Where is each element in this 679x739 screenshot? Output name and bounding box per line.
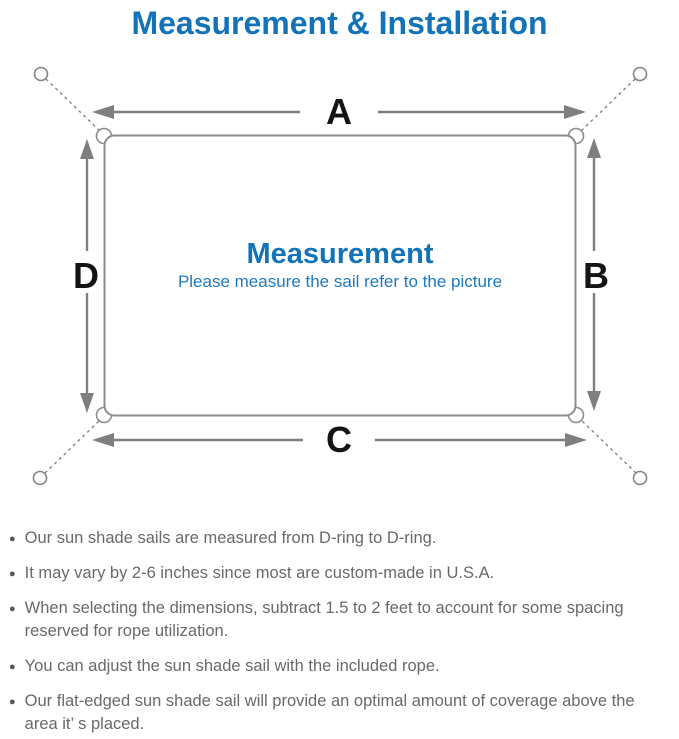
arrowhead-b-down-icon	[587, 391, 601, 411]
note-text: It may vary by 2-6 inches since most are…	[24, 564, 495, 582]
bullet-icon: ●	[9, 533, 16, 545]
rope-line-bottom-left	[44, 419, 101, 474]
diagram-center-subheading: Please measure the sail refer to the pic…	[178, 272, 502, 291]
page-title: Measurement & Installation	[131, 5, 548, 41]
anchor-point-icons	[32, 66, 648, 486]
rope-line-bottom-right	[580, 419, 637, 474]
note-text: You can adjust the sun shade sail with t…	[24, 657, 440, 675]
rope-line-top-left	[45, 78, 102, 133]
anchor-point-top-right-icon	[632, 66, 648, 82]
note-text: Our flat-edged sun shade sail will provi…	[24, 692, 635, 733]
dimension-label-b: B	[583, 255, 609, 296]
bullet-icon: ●	[9, 696, 16, 708]
anchor-point-bottom-right-icon	[632, 470, 648, 486]
anchor-point-bottom-left-icon	[32, 470, 48, 486]
note-text: When selecting the dimensions, subtract …	[24, 599, 624, 640]
dimension-label-a: A	[326, 91, 352, 132]
sail-measurement-diagram: A C D B Measurement Please measure the s…	[32, 66, 648, 486]
arrowhead-c-right-icon	[565, 433, 587, 447]
note-text: Our sun shade sails are measured from D-…	[24, 529, 437, 547]
arrowhead-d-down-icon	[80, 393, 94, 413]
dimension-label-d: D	[73, 255, 99, 296]
arrowhead-d-up-icon	[80, 139, 94, 159]
bullet-icon: ●	[9, 661, 16, 673]
rope-line-top-right	[579, 78, 636, 133]
arrowhead-a-right-icon	[564, 105, 586, 119]
dimension-label-c: C	[326, 419, 352, 460]
list-item: ● Our flat-edged sun shade sail will pro…	[9, 690, 669, 736]
arrowhead-c-left-icon	[92, 433, 114, 447]
list-item: ● It may vary by 2-6 inches since most a…	[9, 562, 669, 585]
list-item: ● When selecting the dimensions, subtrac…	[9, 597, 669, 643]
bullet-icon: ●	[9, 603, 16, 615]
list-item: ● You can adjust the sun shade sail with…	[9, 655, 669, 678]
measurement-notes-list: ● Our sun shade sails are measured from …	[0, 527, 679, 736]
list-item: ● Our sun shade sails are measured from …	[9, 527, 669, 550]
diagram-center-heading: Measurement	[247, 238, 434, 270]
arrowhead-b-up-icon	[587, 138, 601, 158]
arrowhead-a-left-icon	[92, 105, 114, 119]
bullet-icon: ●	[9, 568, 16, 580]
sail-outline	[103, 134, 577, 417]
anchor-point-top-left-icon	[33, 66, 49, 82]
